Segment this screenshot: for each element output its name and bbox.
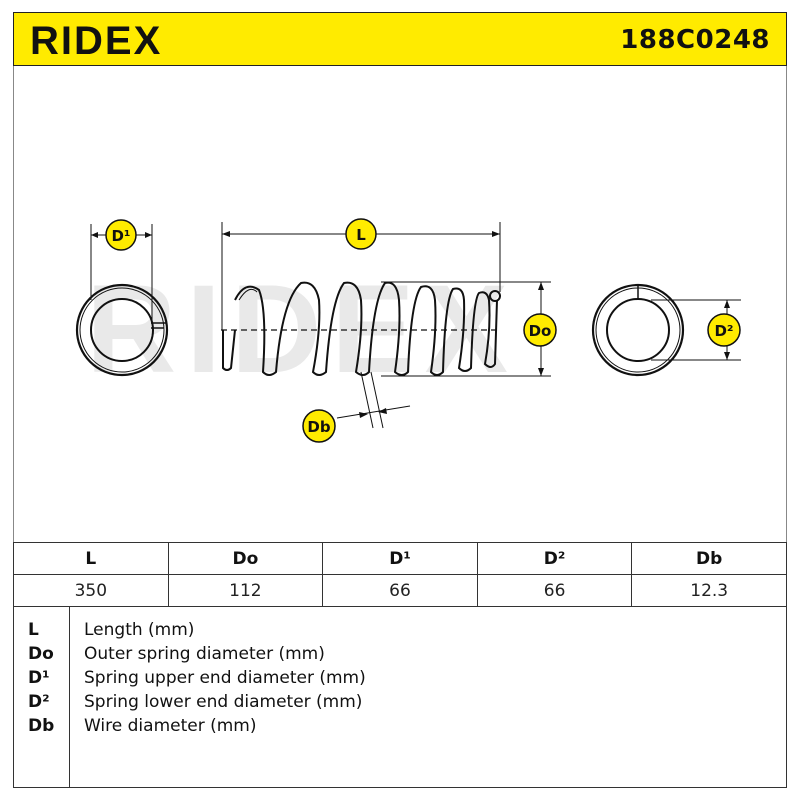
d1-label: D¹ bbox=[111, 227, 130, 245]
legend-desc: Length (mm) bbox=[84, 620, 195, 640]
header-db: Db bbox=[631, 542, 787, 575]
svg-text:RIDEX: RIDEX bbox=[30, 20, 162, 60]
legend-divider bbox=[69, 607, 70, 787]
value-l: 350 bbox=[13, 574, 169, 607]
legend-item: L Length (mm) bbox=[14, 618, 786, 642]
db-badge bbox=[302, 409, 336, 443]
part-number: 188C0248 bbox=[620, 25, 770, 55]
table-header-row: L Do D¹ D² Db bbox=[13, 542, 787, 575]
legend-item: D¹ Spring upper end diameter (mm) bbox=[14, 666, 786, 690]
d1-badge bbox=[105, 219, 137, 251]
technical-drawing: RIDEX D¹ bbox=[13, 66, 787, 543]
legend-desc: Wire diameter (mm) bbox=[84, 716, 257, 736]
l-label: L bbox=[356, 226, 366, 244]
do-label: Do bbox=[529, 322, 552, 340]
header-d2: D² bbox=[476, 542, 633, 575]
lower-end-ring bbox=[591, 283, 685, 377]
legend-key: D² bbox=[28, 692, 50, 712]
value-do: 112 bbox=[167, 574, 324, 607]
d2-badge bbox=[707, 313, 741, 347]
upper-end-ring bbox=[75, 283, 169, 377]
legend-key: Db bbox=[28, 716, 55, 736]
length-dimension: L bbox=[221, 218, 501, 330]
legend-desc: Outer spring diameter (mm) bbox=[84, 644, 325, 664]
coil-spring bbox=[221, 281, 501, 376]
legend-key: Do bbox=[28, 644, 54, 664]
d2-dimension: D² bbox=[651, 299, 741, 361]
spec-table: L Do D¹ D² Db 350 112 66 66 12.3 bbox=[13, 542, 787, 607]
l-badge bbox=[345, 218, 377, 250]
value-d2: 66 bbox=[476, 574, 633, 607]
header-d1: D¹ bbox=[322, 542, 478, 575]
legend: L Length (mm) Do Outer spring diameter (… bbox=[13, 607, 787, 788]
header-do: Do bbox=[167, 542, 324, 575]
outer-diameter-dimension: Do bbox=[381, 281, 557, 377]
brand-logo: RIDEX bbox=[30, 20, 162, 60]
db-label: Db bbox=[307, 418, 330, 436]
value-db: 12.3 bbox=[631, 574, 787, 607]
wire-diameter-dimension: Db bbox=[302, 371, 411, 443]
header-bar: RIDEX 188C0248 bbox=[13, 12, 787, 66]
header-l: L bbox=[13, 542, 169, 575]
do-badge bbox=[523, 313, 557, 347]
legend-item: Do Outer spring diameter (mm) bbox=[14, 642, 786, 666]
legend-desc: Spring upper end diameter (mm) bbox=[84, 668, 366, 688]
table-value-row: 350 112 66 66 12.3 bbox=[13, 574, 787, 607]
legend-item: D² Spring lower end diameter (mm) bbox=[14, 690, 786, 714]
legend-item: Db Wire diameter (mm) bbox=[14, 714, 786, 738]
value-d1: 66 bbox=[322, 574, 478, 607]
legend-key: L bbox=[28, 620, 39, 640]
d1-dimension: D¹ bbox=[90, 219, 153, 323]
d2-label: D² bbox=[714, 322, 733, 340]
legend-key: D¹ bbox=[28, 668, 50, 688]
legend-desc: Spring lower end diameter (mm) bbox=[84, 692, 363, 712]
